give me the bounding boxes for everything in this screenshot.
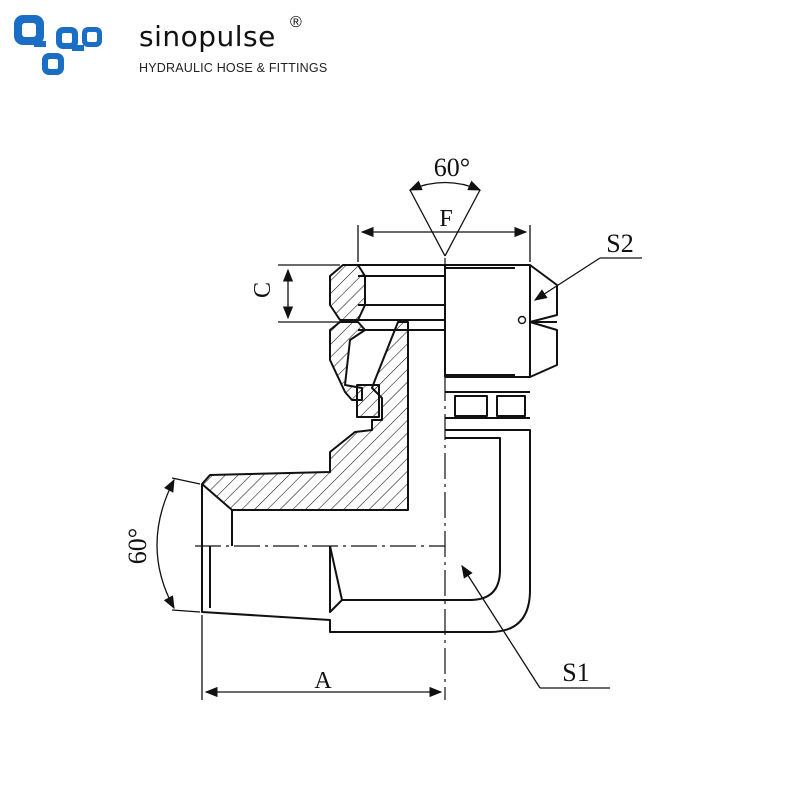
dim-c-label: C	[250, 282, 276, 298]
nut-section-hatch	[329, 264, 366, 401]
brand-tagline: HYDRAULIC HOSE & FITTINGS	[139, 61, 328, 75]
leader-s2	[533, 257, 642, 301]
angle-top-label: 60°	[434, 153, 470, 182]
leader-s1	[461, 564, 610, 689]
brand-name: sinopulse	[139, 20, 276, 53]
elbow-body-section	[201, 321, 409, 511]
male-thread-end	[201, 484, 445, 633]
center-lines	[195, 258, 446, 700]
dim-f-label: F	[439, 206, 452, 232]
nut-skirt	[356, 384, 530, 419]
dimension-f	[357, 180, 531, 262]
dim-a-label: A	[314, 668, 332, 694]
elbow-body	[445, 429, 531, 633]
header: sinopulse ® HYDRAULIC HOSE & FITTINGS	[0, 0, 800, 95]
dimension-c	[278, 264, 340, 323]
dimension-angle-left	[156, 477, 201, 613]
registered-mark: ®	[290, 14, 302, 31]
angle-left-label: 60°	[123, 528, 152, 564]
wrench-s2-label: S2	[606, 229, 633, 258]
dimension-a	[201, 615, 443, 700]
brand-logo-icon	[14, 15, 102, 75]
wrench-s1-label: S1	[562, 658, 589, 687]
